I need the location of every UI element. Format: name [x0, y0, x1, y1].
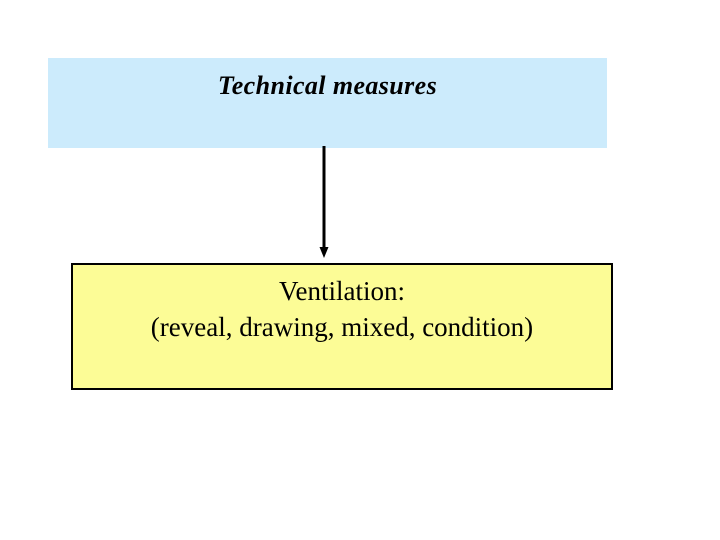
- node-ventilation-text: Ventilation: (reveal, drawing, mixed, co…: [73, 274, 611, 345]
- node-ventilation-line-1: Ventilation:: [279, 276, 405, 306]
- node-technical-measures-label: Technical measures: [217, 71, 438, 100]
- arrow-head: [319, 247, 329, 258]
- node-ventilation[interactable]: Ventilation: (reveal, drawing, mixed, co…: [71, 263, 613, 390]
- node-ventilation-line-2: (reveal, drawing, mixed, condition): [150, 311, 534, 342]
- arrow-down-icon: [319, 146, 329, 258]
- node-technical-measures[interactable]: Technical measures: [48, 58, 607, 148]
